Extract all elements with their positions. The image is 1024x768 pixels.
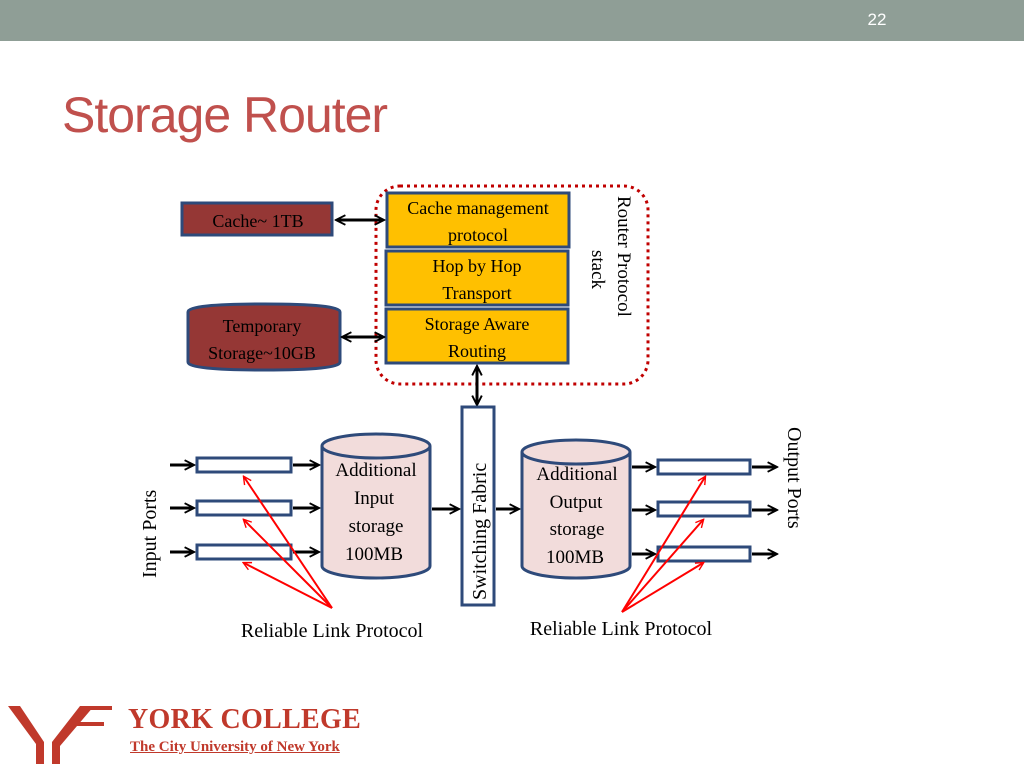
output-storage-line3: storage [550, 519, 605, 540]
input-port-row-1 [170, 456, 318, 474]
output-port-row-2 [632, 500, 776, 518]
stack-layer-cache-management-line1: Cache management [407, 198, 548, 218]
router-stack-label-line2: stack [587, 250, 608, 290]
router-stack-label-line1: Router Protocol [613, 196, 634, 317]
switching-fabric: Switching Fabric [460, 405, 496, 607]
university-name: The City University of New York [130, 739, 340, 755]
stack-layer-hop-by-hop-line1: Hop by Hop [433, 256, 522, 276]
york-college-logo [8, 706, 112, 764]
stack-layer-cache-management-line2: protocol [448, 225, 508, 245]
output-ports-label: Output Ports [783, 427, 805, 529]
output-storage-line1: Additional [536, 464, 617, 485]
stack-layer-storage-aware-routing: Storage Aware Routing [384, 307, 570, 365]
slide-number: 22 [867, 10, 887, 29]
stack-layer-hop-by-hop-line2: Transport [442, 283, 511, 303]
output-storage-line2: Output [550, 492, 604, 513]
input-storage-line1: Additional [335, 460, 416, 481]
cache-storage: Cache~ 1TB [180, 201, 334, 237]
output-port-row-1 [632, 458, 776, 476]
college-name: YORK COLLEGE [128, 704, 362, 735]
input-port-row-3 [170, 543, 318, 561]
input-storage-line4: 100MB [345, 544, 403, 565]
output-storage-line4: 100MB [546, 547, 604, 568]
slide-title: Storage Router [62, 87, 388, 143]
input-storage-line2: Input [354, 488, 395, 509]
cache-label: Cache~ 1TB [212, 211, 303, 231]
link-protocol-arrows-left [244, 477, 333, 609]
input-port-row-2 [170, 499, 318, 517]
link-protocol-right-label: Reliable Link Protocol [530, 618, 713, 640]
stack-layer-hop-by-hop: Hop by Hop Transport [384, 249, 570, 307]
link-protocol-arrows-right [621, 477, 705, 613]
router-stack-outline [374, 184, 650, 386]
stack-layer-storage-aware-line2: Routing [448, 341, 506, 361]
temporary-storage: Temporary Storage~10GB [186, 302, 342, 372]
input-ports-label: Input Ports [139, 489, 161, 578]
output-storage-cylinder: Additional Output storage 100MB [520, 438, 632, 580]
stack-layer-cache-management: Cache management protocol [385, 191, 571, 249]
switching-fabric-label: Switching Fabric [469, 463, 491, 600]
input-storage-cylinder: Additional Input storage 100MB [320, 432, 432, 580]
top-bar: 22 [0, 0, 1024, 41]
router-stack-label: Router Protocol stack [587, 196, 634, 317]
temporary-storage-line1: Temporary [223, 316, 302, 336]
input-storage-line3: storage [349, 516, 404, 537]
output-port-row-3 [632, 545, 776, 563]
link-protocol-left-label: Reliable Link Protocol [241, 620, 424, 642]
stack-layer-storage-aware-line1: Storage Aware [425, 314, 530, 334]
temporary-storage-line2: Storage~10GB [208, 343, 316, 363]
